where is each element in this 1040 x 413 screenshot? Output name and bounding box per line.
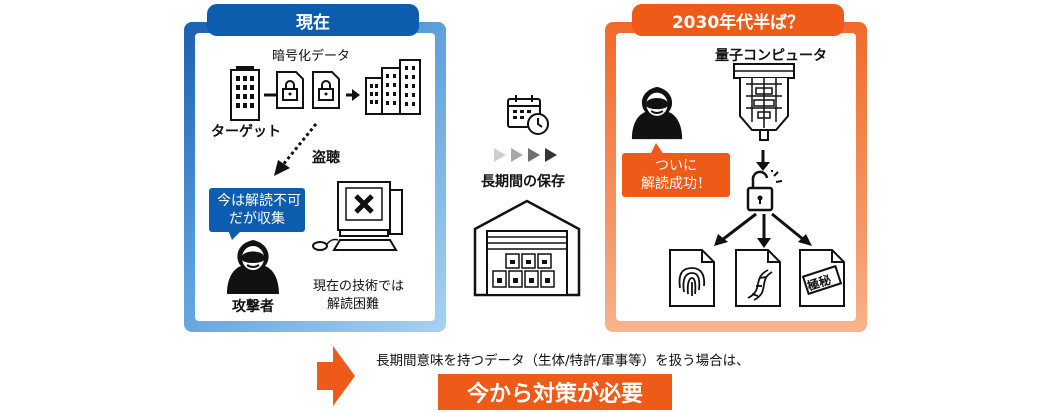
fingerprint-document-icon — [669, 249, 715, 307]
lock-document-icon — [312, 71, 340, 109]
encrypted-data-label: 暗号化データ — [272, 49, 351, 64]
target-label: ターゲット — [211, 124, 281, 140]
arrows-icon — [494, 148, 557, 162]
eavesdrop-label: 盗聴 — [312, 150, 340, 166]
storage-label: 長期間の保存 — [481, 174, 565, 190]
quantum-computer-icon — [733, 63, 795, 141]
headline-banner: 今から対策が必要 — [438, 374, 672, 410]
computer-x-icon — [312, 181, 403, 251]
secret-document-icon — [799, 249, 845, 307]
bubble-line: ついに — [655, 158, 697, 174]
big-arrow-icon — [317, 346, 355, 406]
down-arrow — [756, 150, 770, 171]
calendar-clock-icon — [507, 95, 549, 135]
unlocked-icon — [746, 170, 783, 212]
right-panel-title: 2030年代半ば？ — [632, 4, 844, 36]
left-panel-title: 現在 — [207, 4, 419, 36]
city-icon — [365, 59, 421, 115]
bubble-line: 今は解読不可 — [217, 193, 301, 209]
eavesdrop-arrow — [274, 123, 318, 176]
hacker-icon — [227, 240, 279, 294]
bubble-tail — [228, 230, 242, 240]
bottom-note: 長期間意味を持つデータ（生体/特許/軍事等）を扱う場合は、 — [376, 353, 750, 369]
attacker-label: 攻撃者 — [232, 299, 274, 315]
success-speech-bubble: ついに 解読成功！ — [622, 153, 730, 197]
tech-note-line1: 現在の技術では — [313, 279, 405, 294]
bubble-line: 解読成功！ — [641, 176, 711, 192]
warehouse-icon — [473, 199, 581, 297]
building-icon — [230, 66, 260, 121]
collect-speech-bubble: 今は解読不可 だが収集 — [209, 188, 305, 232]
quantum-computer-label: 量子コンピュータ — [715, 48, 827, 64]
split-arrows — [714, 212, 812, 248]
tech-note-line2: 解読困難 — [327, 297, 380, 312]
bubble-line: だが収集 — [229, 211, 285, 227]
bubble-tail — [650, 143, 664, 155]
dna-document-icon — [735, 249, 781, 307]
lock-document-icon — [276, 71, 304, 109]
hacker-icon — [631, 86, 683, 140]
